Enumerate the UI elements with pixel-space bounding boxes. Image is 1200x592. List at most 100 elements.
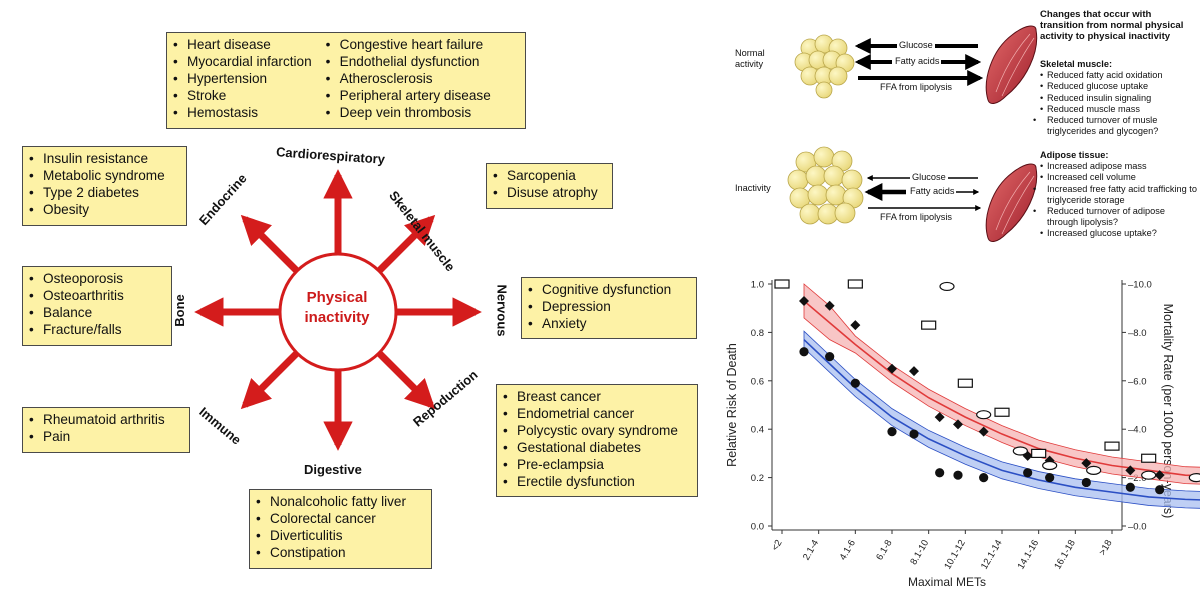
list-item: Reduced insulin signaling xyxy=(1040,93,1200,104)
x-tick-label: 12.1-14 xyxy=(979,538,1005,571)
x-tick-label: 14.1-16 xyxy=(1016,538,1042,571)
circle-point xyxy=(979,473,989,483)
circle-point xyxy=(1045,473,1055,483)
normal-fatty-acids-label: Fatty acids xyxy=(893,56,942,68)
diamond-point xyxy=(1022,450,1033,461)
diamond-point xyxy=(1154,470,1165,481)
y2-axis-title: Mortality Rate (per 1000 person-years) xyxy=(1161,304,1175,519)
rectangle-point xyxy=(957,378,973,388)
x-tick-label: 2.1-4 xyxy=(801,538,821,562)
ellipse-point xyxy=(1042,460,1058,471)
x-tick-label: 10.1-12 xyxy=(942,538,968,571)
mortality-chart: 0.00.20.40.60.81.0–0.0–2.0–4.0–6.0–8.0–1… xyxy=(725,279,1200,589)
box-cardiorespiratory: Heart disease Myocardial infarction Hype… xyxy=(166,32,526,129)
schematic-graphic xyxy=(787,25,1038,242)
ellipse-point xyxy=(976,410,992,420)
muscle-inactive xyxy=(985,163,1038,242)
x-tick-label: 6.1-8 xyxy=(874,538,894,562)
rectangle-point xyxy=(1104,441,1120,451)
ellipse-point xyxy=(1086,465,1102,475)
rectangle-point xyxy=(774,279,790,289)
inactive-adipose-cluster xyxy=(787,146,864,225)
normal-activity-label: Normal activity xyxy=(735,48,765,70)
rectangle-point xyxy=(994,407,1010,417)
box-reproduction: Breast cancer Endometrial cancer Polycys… xyxy=(496,384,698,497)
inactivity-label: Inactivity xyxy=(735,183,771,193)
box-nervous: Cognitive dysfunction Depression Anxiety xyxy=(521,277,697,339)
blue-fit-line xyxy=(803,339,1200,501)
list-item: Reduced turnover of adipose through lipo… xyxy=(1040,206,1197,228)
y2-tick-label: –8.0 xyxy=(1128,328,1147,339)
category-nervous: Nervous xyxy=(494,284,510,337)
x-tick-label: 16.1-18 xyxy=(1052,538,1078,571)
adipose-tissue-heading: Adipose tissue: xyxy=(1040,150,1109,160)
inactive-ffa-label: FFA from lipolysis xyxy=(880,212,952,222)
diamond-point xyxy=(1081,458,1092,469)
list-item: Increased adipose mass xyxy=(1040,161,1197,172)
list-item: Increased free fatty acid trafficking to… xyxy=(1040,184,1197,206)
y2-tick-label: –10.0 xyxy=(1128,280,1152,291)
box-endocrine: Insulin resistance Metabolic syndrome Ty… xyxy=(22,146,187,226)
diamond-point xyxy=(887,363,897,374)
skeletal-muscle-heading: Skeletal muscle: xyxy=(1040,59,1113,69)
circle-point xyxy=(1155,485,1165,495)
circle-point xyxy=(909,429,919,439)
center-label: Physical inactivity xyxy=(304,289,370,326)
diamond-point xyxy=(953,419,963,430)
ellipse-point xyxy=(1188,473,1200,483)
circle-point xyxy=(1081,477,1091,488)
list-item: Reduced muscle mass xyxy=(1040,104,1200,115)
x-axis-title: Maximal METs xyxy=(908,575,986,589)
normal-glucose-label: Glucose xyxy=(897,40,935,52)
muscle-normal xyxy=(985,25,1038,104)
rectangle-point xyxy=(1031,448,1047,458)
diamond-point xyxy=(850,320,861,331)
x-tick-label: <2 xyxy=(770,538,785,553)
adipose-tissue-changes: Adipose tissue: Increased adipose mass I… xyxy=(1040,150,1197,240)
y2-tick-label: –0.0 xyxy=(1128,522,1147,533)
list-item: Reduced glucose uptake xyxy=(1040,81,1200,92)
box-bone: Osteoporosis Osteoarthritis Balance Frac… xyxy=(22,266,172,346)
skeletal-muscle-changes: Skeletal muscle: Reduced fatty acid oxid… xyxy=(1040,59,1200,137)
x-tick-label: 8.1-10 xyxy=(908,538,931,567)
arrow-up-right xyxy=(376,214,436,274)
category-digestive: Digestive xyxy=(304,462,362,477)
rectangle-point xyxy=(921,320,937,330)
category-bone: Bone xyxy=(171,294,187,327)
inactive-fatty-acids-label: Fatty acids xyxy=(908,186,957,198)
ellipse-point xyxy=(1012,446,1028,456)
x-tick-label: >18 xyxy=(1097,538,1115,557)
diamond-point xyxy=(799,295,809,306)
y-tick-label: 0.4 xyxy=(751,425,764,436)
circle-point xyxy=(953,470,963,480)
x-tick-label: 4.1-6 xyxy=(838,538,858,562)
normal-ffa-label: FFA from lipolysis xyxy=(880,82,952,92)
diamond-point xyxy=(978,426,989,437)
ellipse-point xyxy=(939,281,955,292)
circle-point xyxy=(1125,482,1135,492)
box-digestive: Nonalcoholic fatty liver Colorectal canc… xyxy=(249,489,432,569)
arrow-up-left xyxy=(240,214,300,274)
y-axis-title: Relative Risk of Death xyxy=(725,343,739,467)
diamond-point xyxy=(824,300,835,311)
ellipse-point xyxy=(1141,470,1157,480)
y2-tick-label: –4.0 xyxy=(1128,425,1147,436)
y-tick-label: 1.0 xyxy=(751,280,764,291)
wheel-graphic xyxy=(194,169,482,451)
circle-point xyxy=(887,427,897,437)
inactive-glucose-label: Glucose xyxy=(910,172,948,184)
box-immune: Rheumatoid arthritis Pain xyxy=(22,407,190,453)
rectangle-point xyxy=(1141,453,1157,463)
circle-point xyxy=(935,468,945,478)
schematic-title: Changes that occur with transition from … xyxy=(1040,9,1184,43)
circle-point xyxy=(1023,468,1033,478)
circle-point xyxy=(850,378,860,388)
box-skeletal-muscle: Sarcopenia Disuse atrophy xyxy=(486,163,613,209)
list-item: Reduced fatty acid oxidation xyxy=(1040,70,1200,81)
y-tick-label: 0.8 xyxy=(751,328,764,339)
y2-tick-label: –2.0 xyxy=(1128,473,1147,484)
circle-point xyxy=(825,352,835,362)
y-tick-label: 0.2 xyxy=(751,473,764,484)
diamond-point xyxy=(1125,465,1136,476)
y-tick-label: 0.0 xyxy=(751,522,764,533)
